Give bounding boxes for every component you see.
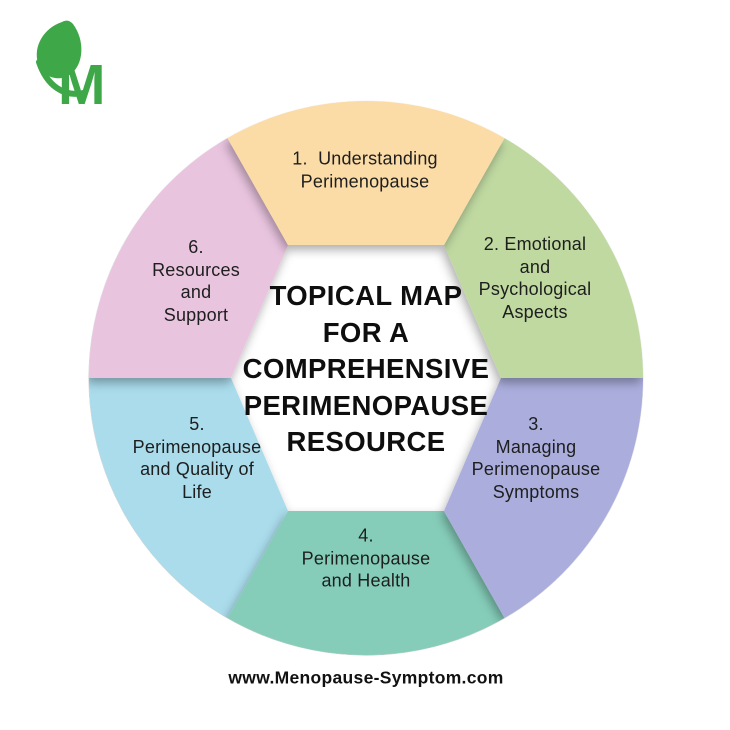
- segment-2-label-line: Aspects: [502, 301, 568, 322]
- segment-3-label: 3. Managing Perimenopause Symptoms: [472, 413, 601, 503]
- segment-1-label-line: 1. Understanding: [292, 148, 438, 169]
- segment-6-label-line: and: [180, 282, 212, 302]
- center-title-line: PERIMENOPAUSE: [243, 389, 489, 421]
- segment-5-label-line: and Quality of: [140, 459, 254, 479]
- segment-3-label-line: Managing: [495, 436, 577, 457]
- center-title-line: RESOURCE: [286, 425, 446, 457]
- leaf-stem-icon: [36, 59, 86, 97]
- segment-2-emotional-psychological-aspects: [444, 138, 643, 378]
- brand-logo: M: [36, 20, 105, 114]
- leaf-icon: [36, 20, 82, 79]
- segment-4-label: 4. Perimenopause and Health: [302, 524, 431, 592]
- segment-6-label: 6. Resources and Support: [152, 236, 240, 326]
- segment-2-label-line: and: [519, 256, 551, 277]
- segment-4-label-line: and Health: [321, 570, 411, 591]
- segment-5-label: 5. Perimenopause and Quality of Life: [133, 413, 262, 503]
- segment-3-label-line: Symptoms: [492, 481, 580, 502]
- segment-2-label-line: 2. Emotional: [483, 234, 587, 254]
- segment-1-label: 1. Understanding Perimenopause: [292, 148, 438, 193]
- segment-1-label-line: Perimenopause: [300, 171, 430, 191]
- segment-6-label-line: Resources: [152, 259, 240, 280]
- segment-1-understanding-perimenopause: [227, 100, 505, 246]
- segment-4-perimenopause-and-health: [227, 511, 505, 656]
- segment-3-label-line: Perimenopause: [471, 459, 601, 479]
- segment-4-label-line: Perimenopause: [301, 547, 431, 568]
- segment-5-label-line: Life: [182, 481, 212, 502]
- segment-6-resources-and-support: [89, 138, 288, 378]
- segment-6-label-line: 6.: [188, 237, 204, 257]
- center-title-line: COMPREHENSIVE: [242, 352, 490, 384]
- segment-3-label-line: 3.: [528, 414, 544, 434]
- segment-4-label-line: 4.: [358, 525, 374, 546]
- segment-5-label-line: 5.: [189, 414, 205, 434]
- segment-3-managing-perimenopause-symptoms: [444, 378, 643, 618]
- segment-6-label-line: Support: [163, 304, 229, 325]
- center-title: TOPICAL MAP FOR A COMPREHENSIVE PERIMENO…: [243, 278, 490, 461]
- segment-5-perimenopause-quality-of-life: [89, 378, 288, 618]
- segment-2-label: 2. Emotional and Psychological Aspects: [479, 233, 592, 323]
- website-url: www.Menopause-Symptom.com: [228, 667, 504, 688]
- segment-2-label-line: Psychological: [478, 279, 592, 299]
- logo-letter: M: [58, 53, 105, 114]
- segment-5-label-line: Perimenopause: [132, 436, 262, 457]
- center-title-line: TOPICAL MAP: [269, 279, 463, 311]
- center-title-line: FOR A: [322, 316, 410, 348]
